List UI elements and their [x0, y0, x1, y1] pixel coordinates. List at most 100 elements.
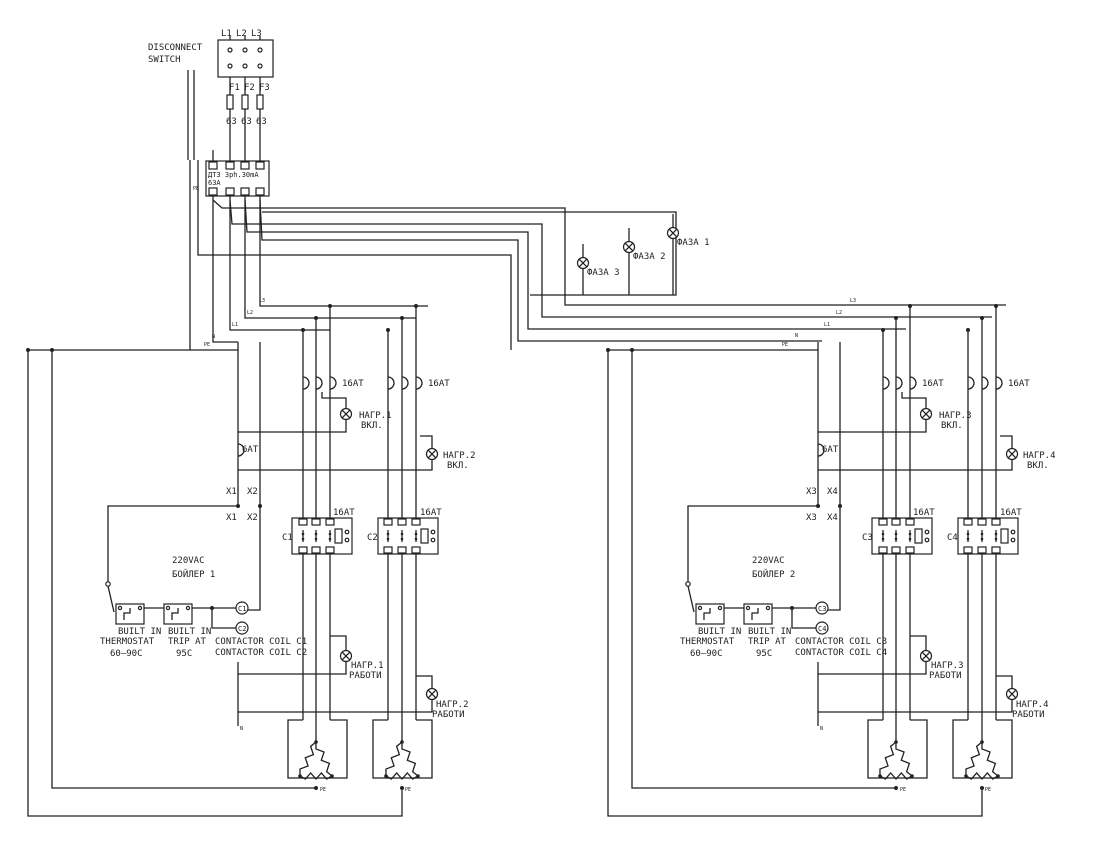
n-label: N [820, 726, 823, 732]
disconnect-contact [242, 47, 248, 53]
lamp-on [919, 407, 933, 421]
coil-terminal [924, 529, 930, 535]
terminal-label: X4 [827, 513, 838, 523]
contactor [957, 517, 1019, 555]
contactor-name: C2 [367, 533, 378, 543]
pe-label: PE [405, 787, 411, 793]
lamp-on-sub: ВКЛ. [361, 421, 383, 431]
coil-text: CONTACTOR COIL C4 [795, 648, 887, 658]
breaker-pole [895, 376, 903, 390]
pe-feeder-right [197, 160, 512, 350]
control-wire [211, 608, 236, 629]
junction-dot [980, 786, 984, 790]
heater-element [879, 741, 897, 777]
heater-element [879, 772, 913, 780]
heater [298, 740, 334, 780]
bus-label-l2: L2 [247, 310, 253, 316]
pe-label: PE [985, 787, 991, 793]
thermostat-label: BUILT IN [118, 627, 161, 637]
phase-lamp-label: ФАЗА 3 [587, 268, 620, 278]
trip-label: BUILT IN [748, 627, 791, 637]
junction-dot [966, 328, 970, 332]
coil-text: CONTACTOR COIL C3 [795, 637, 887, 647]
coil-symbol [914, 528, 923, 544]
switch-contact [171, 608, 179, 620]
junction-dot [908, 304, 912, 308]
bus-label-l3-right: L3 [850, 298, 856, 304]
coil-indicator-label: C4 [818, 625, 826, 633]
contactor-terminal-bottom [397, 546, 407, 554]
lamp-wire [901, 392, 927, 408]
lamp-on-sub: ВКЛ. [447, 461, 469, 471]
junction-dot [258, 504, 262, 508]
lamp-wire [330, 635, 347, 650]
heater-element [895, 741, 913, 777]
lamp-cross [341, 651, 351, 661]
contact-dot [386, 537, 390, 541]
wires [27, 36, 1013, 817]
contact-dot [966, 537, 970, 541]
junction-dot [881, 328, 885, 332]
n-right-feed [259, 199, 822, 342]
heater [964, 740, 1000, 780]
bus-label-pe-right: PE [782, 342, 788, 348]
rcd-rating: 63A [208, 179, 221, 187]
pe-loop-outer [607, 350, 983, 817]
lamp-cross [578, 258, 588, 268]
lamp-run-sub: РАБОТИ [929, 671, 962, 681]
lamp-run-sub: РАБОТИ [432, 710, 465, 720]
heater-node [980, 740, 984, 744]
lamp-run [425, 687, 439, 701]
trip-switch [743, 603, 773, 625]
junction-dot [301, 328, 305, 332]
junction-dot [328, 304, 332, 308]
trip-label: 95C [176, 649, 192, 659]
coil-terminal [344, 529, 350, 535]
heater-node [314, 740, 318, 744]
breaker-pole [995, 376, 1003, 390]
control-breaker-label: 6AT [822, 445, 839, 455]
contact-dot [414, 532, 418, 536]
contact-dot [301, 537, 305, 541]
contact-dot [908, 532, 912, 536]
heater-node [384, 774, 388, 778]
contactor-terminal-top [905, 518, 915, 526]
contact-dot [980, 532, 984, 536]
contactor-terminal-bottom [963, 546, 973, 554]
disconnect-contact [227, 47, 233, 53]
rcd-terminal [255, 161, 265, 170]
phase-bus [262, 211, 677, 296]
boiler-voltage: 220VAC [172, 556, 205, 566]
lamp-wire [420, 435, 433, 448]
boiler-wire [687, 505, 818, 613]
contactor-terminal-bottom [383, 546, 393, 554]
contactor-rating: 16AT [420, 508, 442, 518]
contactor-terminal-top [311, 518, 321, 526]
fuse-rating: 63 [226, 117, 237, 127]
coil-indicator-label: C1 [238, 605, 246, 613]
boiler-wire [107, 505, 238, 613]
heater-element [315, 741, 333, 777]
label-l2: L2 [236, 29, 247, 39]
heater-node [400, 740, 404, 744]
heater-node [330, 774, 334, 778]
pe-label: PE [320, 787, 326, 793]
contactor-name: C4 [947, 533, 958, 543]
label-l3: L3 [251, 29, 262, 39]
control-breaker [817, 443, 825, 457]
terminal-label: X2 [247, 487, 258, 497]
junction-dot [790, 606, 794, 610]
coil-indicator [815, 621, 829, 635]
lamp-run-label: НАГР.3 [931, 661, 964, 671]
switch-terminal [765, 605, 771, 611]
contactor-terminal-top [298, 518, 308, 526]
lamp-run-sub: РАБОТИ [349, 671, 382, 681]
lamp-wire [818, 662, 927, 675]
bus-label-n-right: N [795, 333, 798, 339]
label-disconnect: DISCONNECT [148, 43, 203, 53]
disconnect-switch [217, 39, 274, 78]
lamp-cross [427, 449, 437, 459]
lamp-cross [921, 651, 931, 661]
heater-node [910, 774, 914, 778]
contactor-rating: 16AT [913, 508, 935, 518]
